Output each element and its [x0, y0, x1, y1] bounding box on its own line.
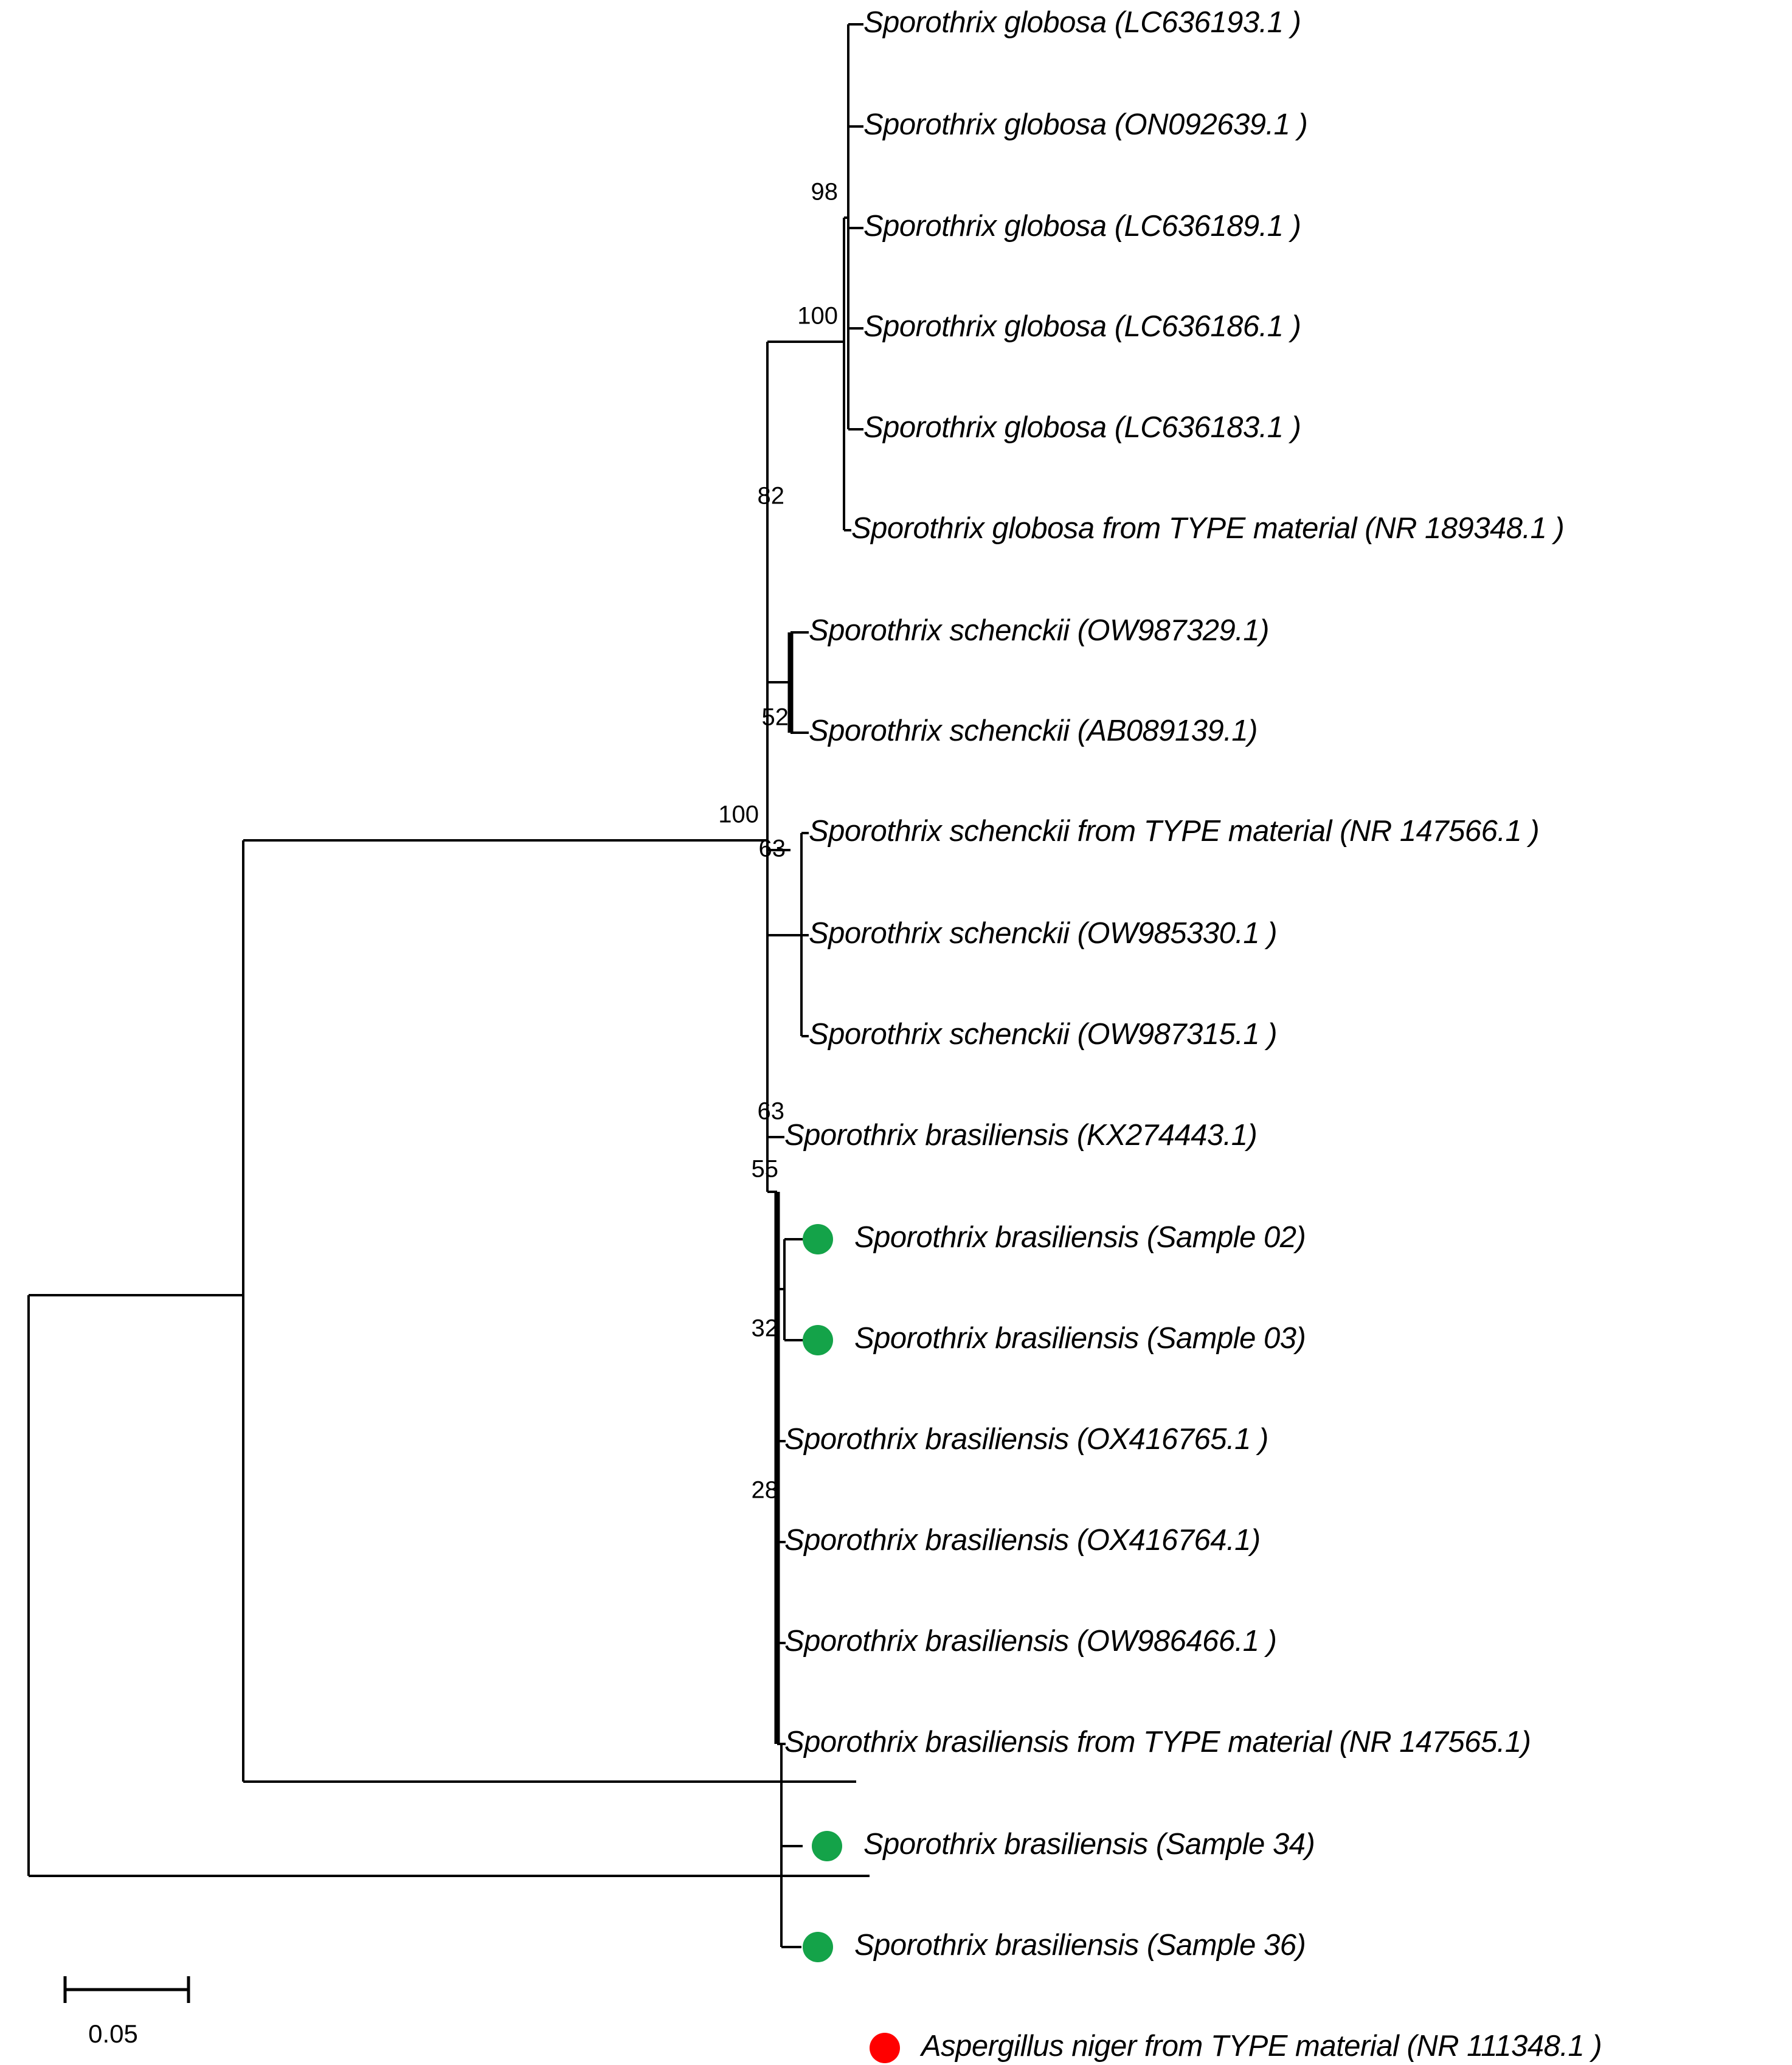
sample-marker-green — [812, 1831, 842, 1861]
bootstrap-value: 100 — [797, 303, 838, 330]
bootstrap-value: 63 — [758, 1098, 785, 1125]
taxon-label: Sporothrix globosa from TYPE material (N… — [851, 512, 1564, 545]
sample-marker-green — [803, 1932, 833, 1962]
scale-bar: 0.05 — [63, 1976, 190, 2048]
taxon-label: Sporothrix globosa (LC636193.1 ) — [863, 6, 1301, 39]
taxon-label: Sporothrix brasiliensis (OX416765.1 ) — [784, 1423, 1268, 1456]
taxon-label: Sporothrix brasiliensis (Sample 02) — [854, 1221, 1306, 1254]
sample-marker-green — [803, 1224, 833, 1254]
tree-branches — [27, 23, 870, 1948]
bootstrap-value: 28 — [752, 1477, 779, 1504]
taxon-label: Sporothrix brasiliensis (Sample 34) — [863, 1828, 1315, 1861]
bootstrap-value: 55 — [752, 1156, 779, 1183]
taxon-label: Sporothrix brasiliensis (Sample 36) — [854, 1929, 1306, 1962]
taxon-label: Sporothrix schenckii (OW987315.1 ) — [809, 1018, 1277, 1051]
taxon-label: Sporothrix globosa (ON092639.1 ) — [863, 108, 1307, 141]
bootstrap-value: 32 — [752, 1315, 779, 1342]
bootstrap-value: 100 — [718, 801, 759, 828]
taxon-label: Sporothrix brasiliensis (KX274443.1) — [784, 1119, 1257, 1152]
taxon-label: Sporothrix brasiliensis (OW986466.1 ) — [784, 1625, 1276, 1658]
bootstrap-value: 63 — [759, 835, 786, 862]
tip-markers — [803, 1224, 900, 2063]
taxon-label: Sporothrix schenckii from TYPE material … — [809, 815, 1539, 848]
taxon-label: Sporothrix globosa (LC636189.1 ) — [863, 210, 1301, 243]
sample-marker-green — [803, 1325, 833, 1355]
bootstrap-value: 98 — [811, 179, 839, 206]
bootstrap-value: 52 — [762, 704, 789, 731]
bootstrap-labels: 98 100 82 52 100 63 63 55 32 28 — [718, 179, 838, 1504]
taxon-label: Aspergillus niger from TYPE material (NR… — [919, 2030, 1602, 2063]
taxon-label: Sporothrix globosa (LC636183.1 ) — [863, 411, 1301, 444]
taxon-label: Sporothrix brasiliensis (Sample 03) — [854, 1322, 1306, 1355]
taxon-labels: Sporothrix globosa (LC636193.1 ) Sporoth… — [784, 6, 1602, 2063]
taxon-label: Sporothrix schenckii (OW985330.1 ) — [809, 917, 1277, 950]
bootstrap-value: 82 — [758, 483, 785, 510]
taxon-label: Sporothrix schenckii (OW987329.1) — [809, 614, 1269, 647]
taxon-label: Sporothrix brasiliensis from TYPE materi… — [784, 1726, 1531, 1759]
scale-bar-label: 0.05 — [88, 2019, 138, 2048]
taxon-label: Sporothrix brasiliensis (OX416764.1) — [784, 1524, 1261, 1557]
taxon-label: Sporothrix globosa (LC636186.1 ) — [863, 310, 1301, 343]
taxon-label: Sporothrix schenckii (AB089139.1) — [809, 714, 1258, 747]
outgroup-marker-red — [870, 2033, 900, 2063]
